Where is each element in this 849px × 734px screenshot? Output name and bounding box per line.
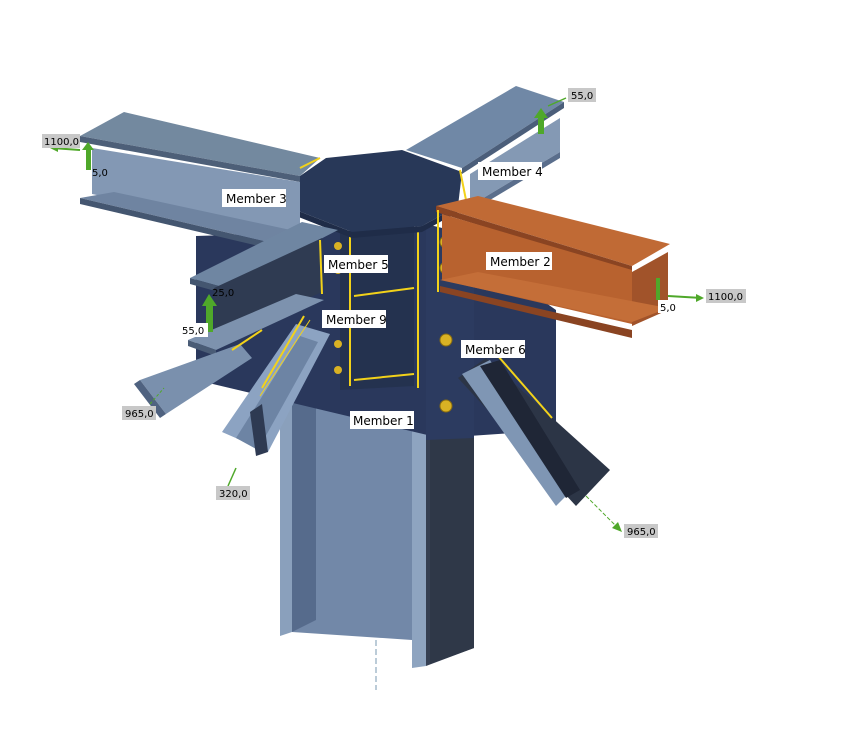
member-label-member-1: Member 1 — [350, 411, 414, 429]
svg-text:965,0: 965,0 — [125, 409, 154, 420]
dim-label-top-left-length: 1100,0 — [42, 134, 80, 148]
dim-label-right-diagonal: 965,0 — [624, 524, 658, 538]
svg-text:55,0: 55,0 — [182, 326, 204, 337]
svg-text:1100,0: 1100,0 — [708, 292, 743, 303]
dim-label-left-offset: 55,0 — [180, 323, 208, 337]
dim-label-left-vertical: 25,0 — [212, 288, 234, 299]
beam-member-3 — [80, 112, 321, 250]
svg-text:Member 6: Member 6 — [465, 343, 526, 357]
member-label-member-2: Member 2 — [486, 252, 552, 270]
brace-left-diagonal — [134, 329, 263, 418]
svg-text:Member 9: Member 9 — [326, 313, 387, 327]
svg-text:55,0: 55,0 — [571, 91, 593, 102]
svg-text:Member 5: Member 5 — [328, 258, 389, 272]
member-label-member-6: Member 6 — [461, 340, 526, 358]
dim-label-right-offset: 5,0 — [658, 300, 680, 314]
svg-text:1100,0: 1100,0 — [44, 137, 79, 148]
brace-member-9 — [222, 315, 330, 456]
dim-label-top-right-offset: 55,0 — [568, 88, 596, 102]
dim-label-top-left-offset: 5,0 — [92, 168, 108, 179]
svg-text:5,0: 5,0 — [660, 303, 676, 314]
member-label-member-5: Member 5 — [324, 255, 389, 273]
svg-text:Member 2: Member 2 — [490, 255, 551, 269]
beam-member-5 — [188, 222, 338, 356]
member-label-member-9: Member 9 — [322, 310, 387, 328]
svg-text:320,0: 320,0 — [219, 489, 248, 500]
member-label-member-3: Member 3 — [222, 189, 287, 207]
svg-text:Member 4: Member 4 — [482, 165, 543, 179]
dim-label-left-diagonal: 965,0 — [122, 406, 156, 420]
brace-member-6 — [458, 355, 610, 506]
member-label-member-4: Member 4 — [478, 162, 543, 180]
svg-text:Member 3: Member 3 — [226, 192, 287, 206]
svg-text:Member 1: Member 1 — [353, 414, 414, 428]
dim-label-right-length: 1100,0 — [706, 289, 746, 303]
dim-label-bottom-diagonal: 320,0 — [216, 486, 250, 500]
svg-text:5,0: 5,0 — [92, 168, 108, 179]
svg-text:965,0: 965,0 — [627, 527, 656, 538]
dimension-arrows — [50, 97, 704, 532]
svg-text:25,0: 25,0 — [212, 288, 234, 299]
